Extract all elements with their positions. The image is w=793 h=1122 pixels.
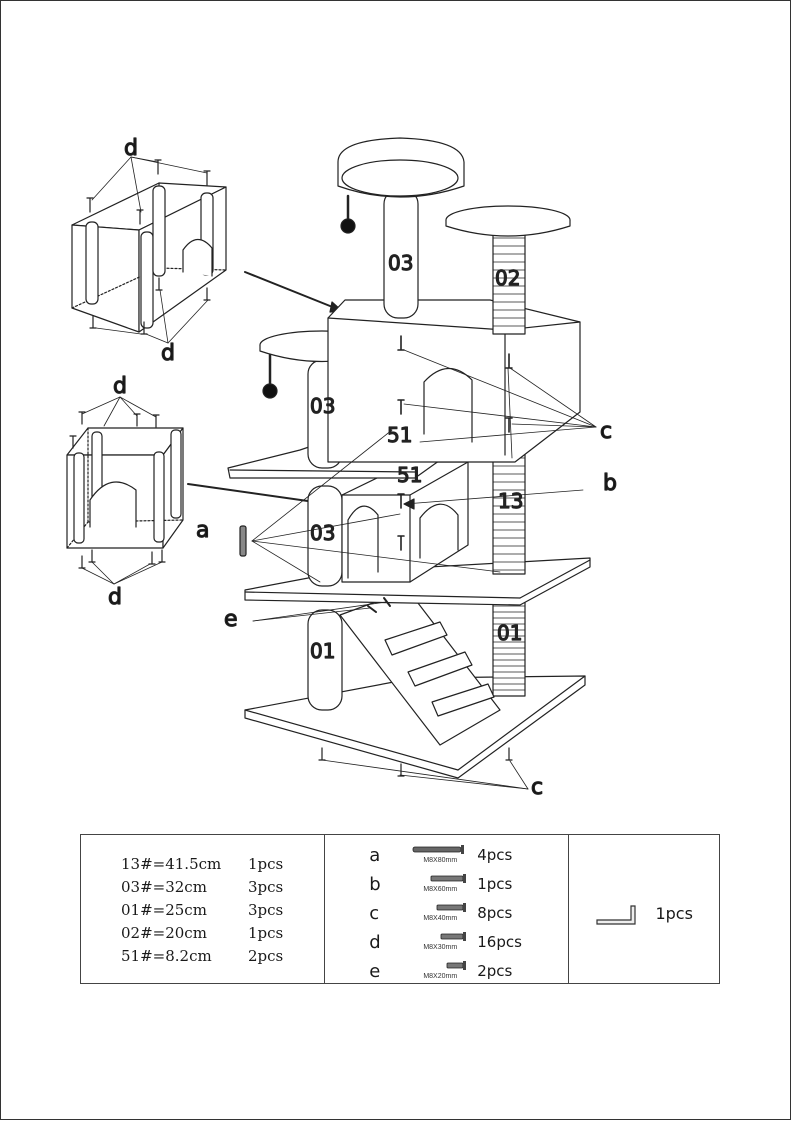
cat-tree: [227, 137, 597, 790]
callout-a-left: a: [196, 518, 209, 543]
screw-row-d: d M8X30mm 16pcs: [325, 929, 570, 957]
dimension-row: 02#=20cm 1pcs: [121, 924, 283, 942]
callout-d-mid-upper: d: [113, 374, 127, 399]
screw-b-icon: [430, 874, 467, 883]
label-post-01-left: 01: [310, 639, 335, 663]
screw-size: M8X30mm: [423, 944, 458, 951]
dimension-qty: 1pcs: [248, 924, 284, 942]
screw-letter: d: [369, 932, 381, 953]
callout-b-right: b: [603, 471, 617, 496]
tool-qty: 1pcs: [655, 904, 693, 923]
tool-cell: 1pcs: [569, 835, 719, 983]
screw-e-icon: [446, 961, 467, 970]
screw-qty: 8pcs: [477, 904, 513, 922]
screw-letter: c: [369, 903, 380, 924]
screw-qty: 2pcs: [477, 962, 513, 980]
assembly-diagram: 03 02 03 51 51 13 03 01 01 d d d d c b a…: [66, 135, 618, 801]
screw-row-b: b M8X60mm 1pcs: [325, 871, 570, 899]
dimension-spec: 02#=20cm: [121, 924, 207, 942]
dimension-row: 13#=41.5cm 1pcs: [121, 855, 283, 873]
callout-d-top-lower: d: [161, 341, 175, 366]
screw-qty: 1pcs: [477, 875, 513, 893]
label-post-13: 13: [498, 489, 523, 513]
dimension-spec: 03#=32cm: [121, 878, 207, 896]
screw-c-icon: [436, 903, 467, 912]
screw-size: M8X20mm: [423, 973, 458, 980]
label-post-03-mid: 03: [310, 394, 335, 418]
upper-box-exploded: [71, 156, 343, 344]
label-post-03-top: 03: [388, 251, 413, 275]
dimension-qty: 3pcs: [248, 901, 284, 919]
screw-row-e: e M8X20mm 2pcs: [325, 958, 570, 986]
screw-a-icon: [412, 845, 465, 854]
label-post-01-right: 01: [497, 621, 522, 645]
callout-d-mid-lower: d: [108, 585, 122, 610]
screw-size: M8X80mm: [423, 857, 458, 864]
callout-e-left: e: [224, 607, 238, 632]
screw-letter: e: [369, 961, 381, 982]
dimension-spec: 01#=25cm: [121, 901, 207, 919]
label-post-51-a: 51: [387, 423, 412, 447]
dimension-row: 03#=32cm 3pcs: [121, 878, 283, 896]
lower-box-exploded: [66, 396, 354, 585]
callout-d-top-upper: d: [124, 136, 138, 161]
parts-list-table: 13#=41.5cm 1pcs 03#=32cm 3pcs 01#=25cm 3pcs…: [80, 834, 720, 984]
allen-key-icon: [596, 905, 637, 925]
screw-qty: 16pcs: [477, 933, 522, 951]
dimension-qty: 1pcs: [248, 855, 284, 873]
screw-row-a: a M8X80mm 4pcs: [325, 842, 570, 870]
dimension-qty: 2pcs: [248, 947, 284, 965]
dimension-qty: 3pcs: [248, 878, 284, 896]
screw-letter: a: [369, 845, 381, 866]
screws-cell: a M8X80mm 4pcs b M8X60mm 1pcs c M8X40mm …: [325, 835, 570, 986]
screw-size: M8X60mm: [423, 886, 458, 893]
label-post-02: 02: [495, 266, 520, 290]
dimension-spec: 51#=8.2cm: [121, 947, 212, 965]
callout-c-bottom: c: [531, 775, 543, 800]
label-post-51-b: 51: [397, 463, 422, 487]
post-dimensions-cell: 13#=41.5cm 1pcs 03#=32cm 3pcs 01#=25cm 3pcs…: [81, 835, 326, 983]
label-post-03-low: 03: [310, 521, 335, 545]
screw-qty: 4pcs: [477, 846, 513, 864]
dimension-row: 01#=25cm 3pcs: [121, 901, 283, 919]
dimension-row: 51#=8.2cm 2pcs: [121, 947, 283, 965]
screw-d-icon: [440, 932, 467, 941]
screw-row-c: c M8X40mm 8pcs: [325, 900, 570, 928]
screw-size: M8X40mm: [423, 915, 458, 922]
dimension-spec: 13#=41.5cm: [121, 855, 222, 873]
callout-c-right: c: [600, 419, 612, 444]
screw-letter: b: [369, 874, 381, 895]
